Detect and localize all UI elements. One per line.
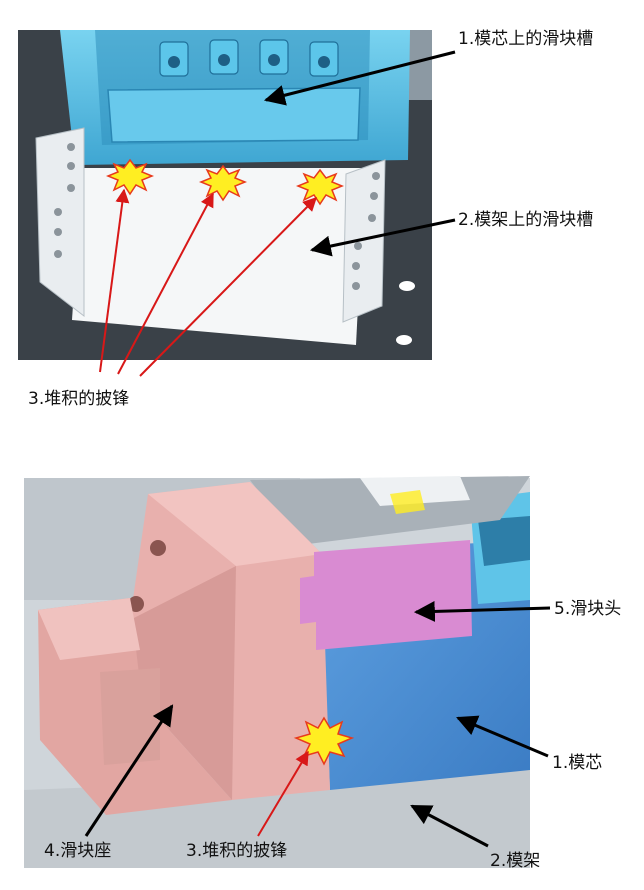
arrow-flash-3 (139, 197, 317, 377)
arrow-slider-head (413, 600, 551, 622)
frame-slider-slot (72, 168, 365, 345)
arrow-mold-frame (410, 804, 489, 848)
right-slot-wall (342, 159, 386, 323)
arrow-frame-slot (309, 218, 456, 257)
arrow-core-slot (263, 50, 456, 106)
label-core-slider-slot: 1.模芯上的滑块槽 (458, 29, 593, 49)
label-frame-slider-slot: 2.模架上的滑块槽 (458, 210, 593, 230)
arrow-flash-1 (99, 188, 130, 373)
flash-burst-1 (105, 158, 155, 196)
top-panel: 1.模芯上的滑块槽 2.模架上的滑块槽 3.堆积的披锋 (18, 29, 593, 409)
core-slider-slot (107, 87, 361, 143)
left-slot-wall (35, 127, 85, 318)
bottom-panel: 5.滑块头 1.模芯 4.滑块座 3.堆积的披锋 2.模架 (24, 476, 621, 871)
arrow-mold-core (456, 715, 549, 758)
label-slider-head: 5.滑块头 (554, 599, 621, 619)
flash-burst-2 (198, 164, 248, 202)
arrow-flash-2 (117, 192, 214, 375)
flash-burst-3 (295, 168, 345, 206)
label-flash-buildup-bottom: 3.堆积的披锋 (186, 841, 287, 861)
label-mold-core: 1.模芯 (552, 753, 602, 773)
label-slider-seat: 4.滑块座 (44, 841, 111, 861)
arrow-flash-4 (257, 750, 309, 837)
arrow-slider-seat (84, 704, 174, 837)
slider-head (300, 540, 472, 650)
flash-burst-4 (293, 716, 355, 766)
label-flash-buildup-top: 3.堆积的披锋 (28, 389, 129, 409)
label-mold-frame: 2.模架 (490, 851, 540, 871)
